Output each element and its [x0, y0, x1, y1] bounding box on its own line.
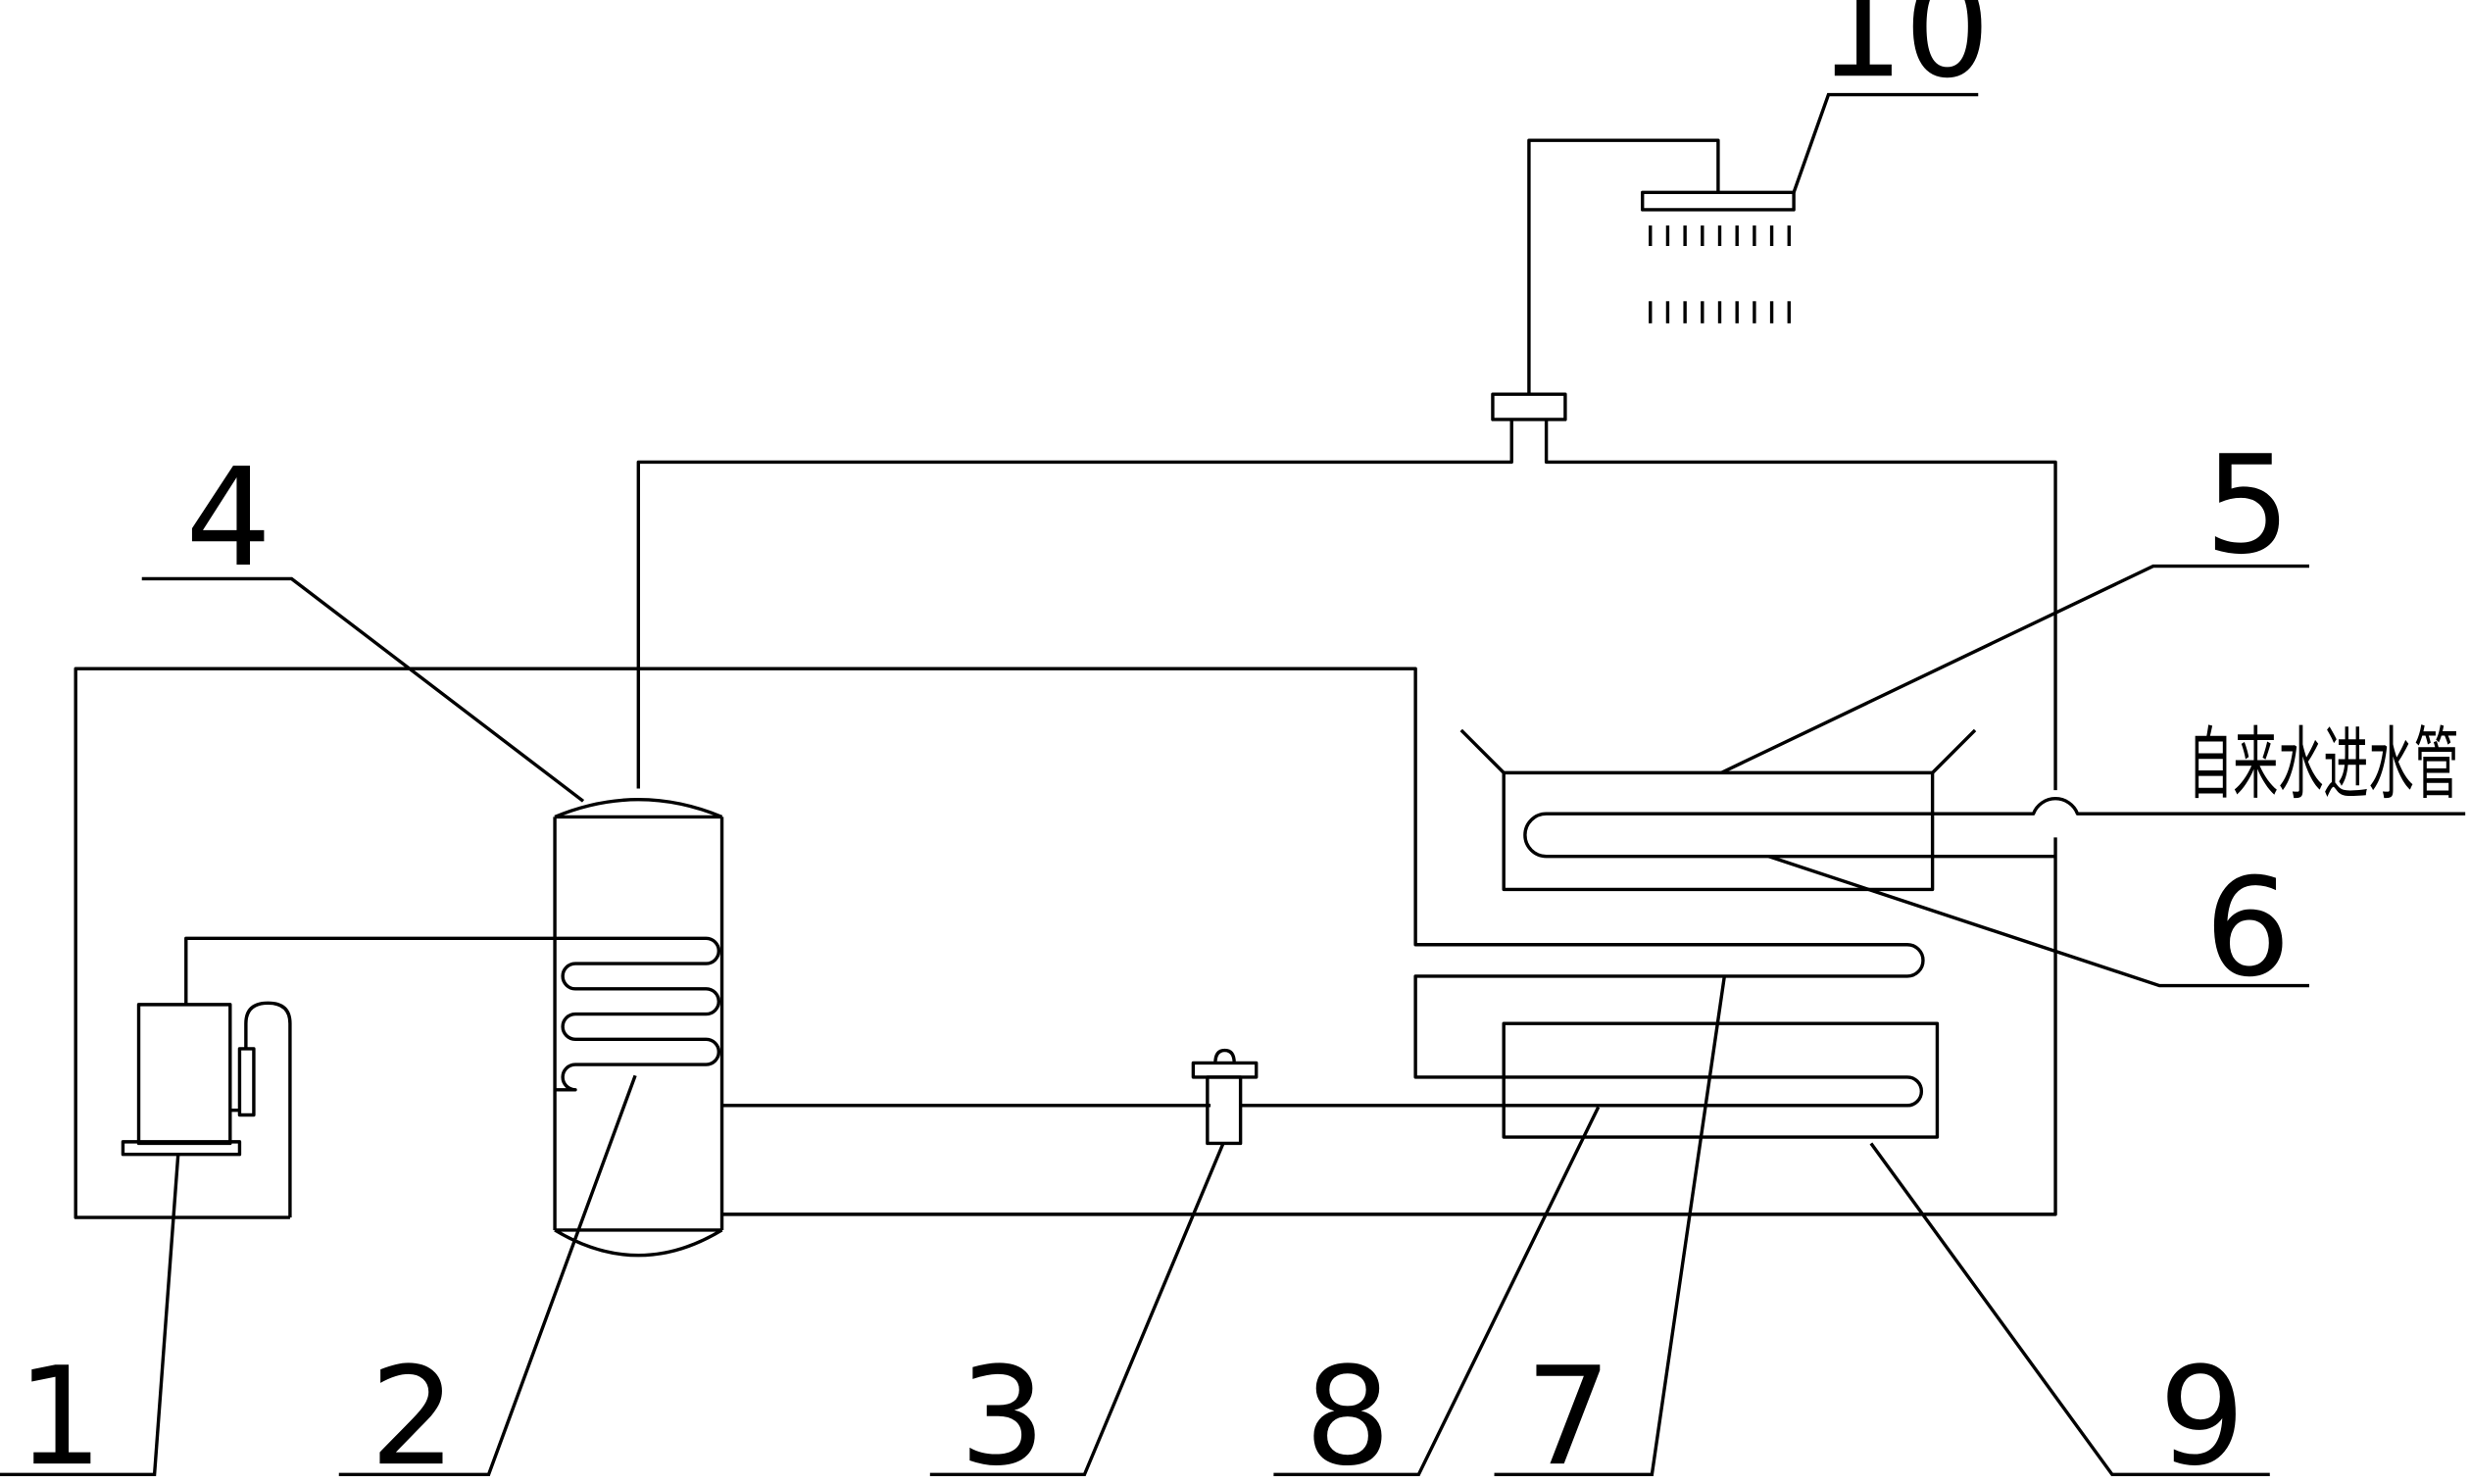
label-6: 6 [2204, 849, 2291, 1007]
water-outlet-pipe [638, 420, 1511, 788]
label-5: 5 [2204, 426, 2291, 584]
label-7: 7 [1525, 1338, 1611, 1484]
evaporator [1504, 1023, 1937, 1137]
refrigerant-pipe-to-evaporator [75, 668, 1923, 1217]
label-9: 9 [2159, 1338, 2246, 1484]
condenser-coil [186, 938, 719, 1089]
inlet-pipe-caption: 自来水进水管 [2188, 718, 2459, 811]
label-2: 2 [370, 1338, 456, 1484]
expansion-valve [1193, 1051, 1256, 1144]
label-1: 1 [17, 1338, 103, 1484]
shower-head [1643, 192, 1794, 323]
inlet-water-coil [1525, 799, 2465, 857]
shower-supply-pipe [1529, 140, 1718, 394]
leader-lines [0, 95, 2309, 1475]
mixing-valve [1493, 394, 1565, 420]
water-spray-icon [1651, 225, 1790, 323]
water-return-pipe [722, 837, 2056, 1214]
water-tank [555, 800, 721, 1256]
label-4: 4 [185, 439, 272, 597]
compressor [123, 1003, 289, 1217]
preheat-exchanger [1461, 730, 1975, 890]
water-outlet-pipe-right [1547, 420, 2055, 790]
label-10: 10 [1818, 0, 1991, 108]
label-8: 8 [1305, 1338, 1391, 1484]
label-3: 3 [960, 1338, 1046, 1484]
